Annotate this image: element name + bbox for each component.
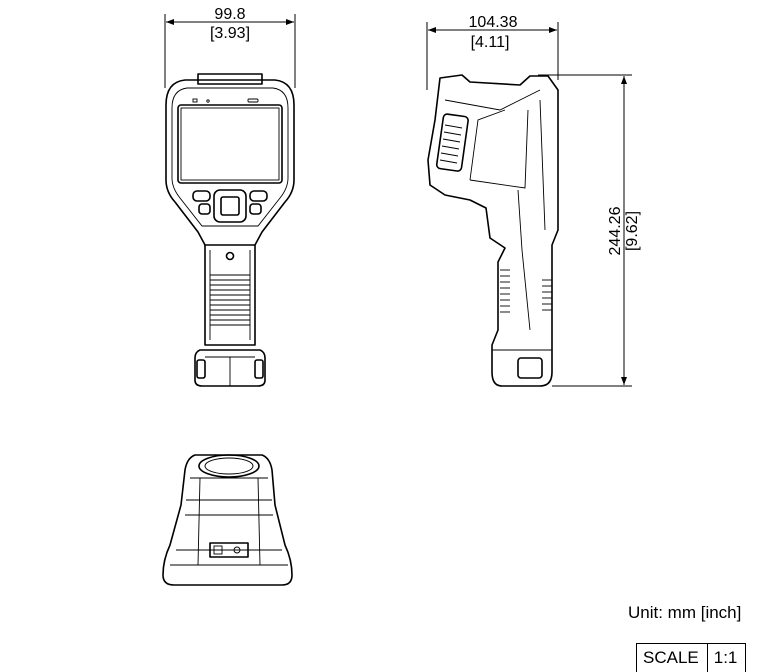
front-width-dimension: 99.8 [3.93]: [164, 6, 296, 88]
screen: [177, 104, 283, 184]
front-width-mm: 99.8: [214, 6, 245, 23]
front-view: [165, 73, 295, 387]
scale-table: SCALE 1:1: [636, 643, 747, 672]
front-width-in: [3.93]: [210, 25, 250, 42]
buttons: [192, 189, 268, 223]
side-width-dimension: 104.38 [4.11]: [426, 14, 559, 90]
scale-label: SCALE: [637, 644, 708, 672]
height-in: [9.62]: [624, 211, 641, 251]
side-width-in: [4.11]: [471, 34, 510, 51]
scale-value: 1:1: [713, 648, 738, 667]
side-width-mm: 104.38: [469, 14, 518, 31]
unit-label: Unit: mm [inch]: [628, 603, 742, 622]
height-mm: 244.26: [607, 206, 624, 255]
side-grip-ridges: [500, 269, 552, 313]
side-view: [427, 74, 559, 387]
bottom-view: [162, 454, 293, 586]
grip-ridges: [210, 274, 250, 326]
height-dimension: 244.26 [9.62]: [538, 74, 641, 387]
